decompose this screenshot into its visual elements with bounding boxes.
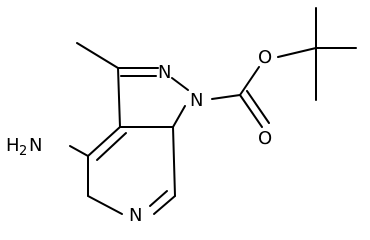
bond-n1-c7a <box>172 105 186 128</box>
amino-n-label: N <box>29 135 42 156</box>
carbonyl-o-label: O <box>258 128 272 149</box>
atom-label-layer: H 2 N N N N O O <box>6 47 272 226</box>
pyridine-n-label: N <box>129 205 142 226</box>
pyrazole-n1-label: N <box>190 90 203 111</box>
bond-c3-c3a <box>117 67 121 128</box>
bond-n6-c7-inner <box>149 190 168 207</box>
bond-carbonyl-co-2 <box>246 90 270 124</box>
bond-carbonyl-ester-o <box>239 66 260 96</box>
bond-n1-carbonyl <box>211 94 241 100</box>
chemical-structure-diagram: H 2 N N N N O O <box>6 7 357 226</box>
bond-c5-n6 <box>87 195 123 215</box>
bond-c4-amino <box>69 145 89 157</box>
bond-n2-n1 <box>171 77 189 91</box>
bond-ester-o-tbu <box>277 47 317 58</box>
amino-h-label: H <box>6 135 20 156</box>
amino-h-count-label: 2 <box>19 144 27 159</box>
bond-c7-c7a <box>172 126 176 197</box>
bond-carbonyl-co-1 <box>239 94 263 128</box>
pyrazole-n2-label: N <box>158 62 171 83</box>
bond-c3a-c4 <box>87 126 121 157</box>
bond-n6-c7 <box>153 195 176 215</box>
bond-layer <box>69 7 357 215</box>
bond-methyl-c3 <box>76 42 119 69</box>
ester-o-label: O <box>258 47 272 68</box>
bond-c3a-c4-inner <box>96 132 127 161</box>
